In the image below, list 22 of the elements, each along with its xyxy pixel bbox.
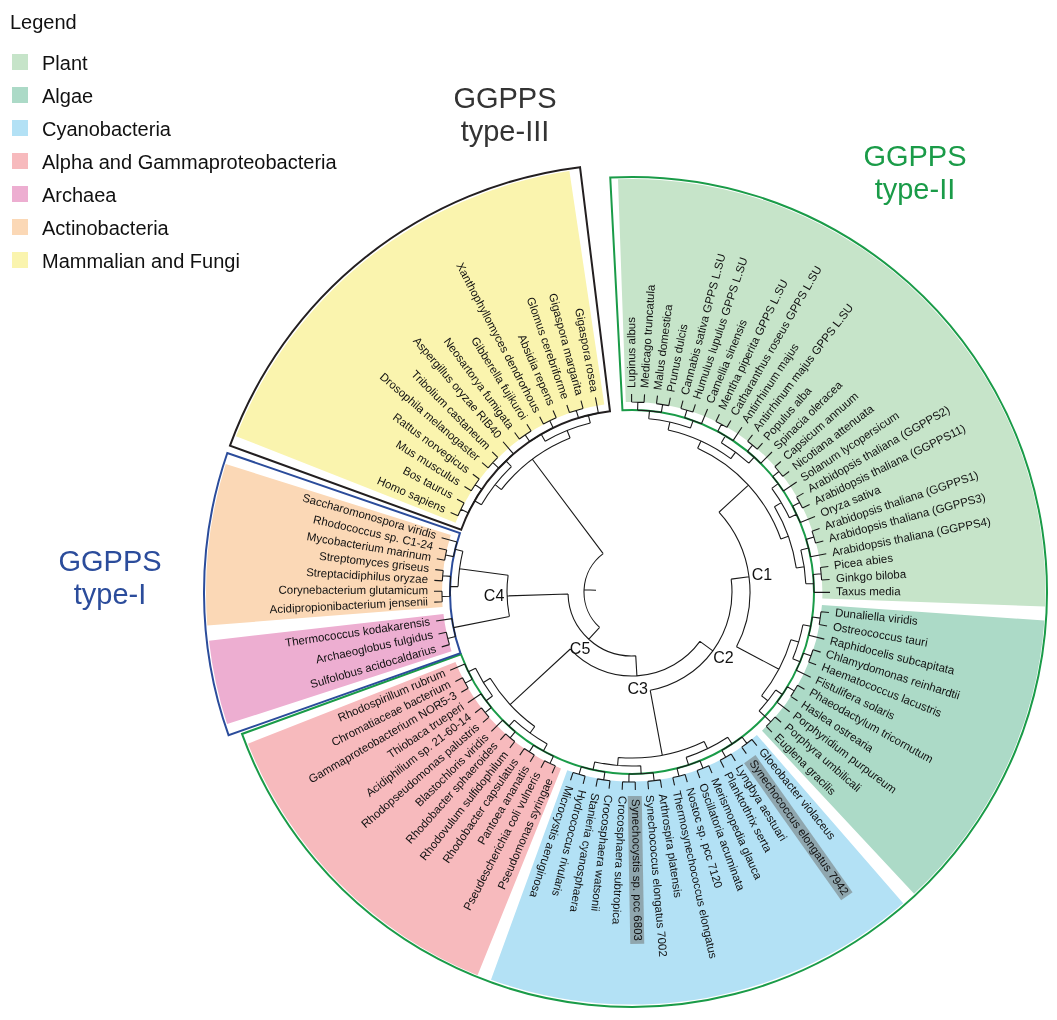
group-title: GGPPS type-II <box>862 140 968 207</box>
clade-label: C1 <box>751 567 773 584</box>
legend-label: Archaea <box>42 185 117 205</box>
legend-label: Mammalian and Fungi <box>42 251 240 271</box>
species-label: Acidipropionibacterium jensenii <box>269 596 429 617</box>
clade-label: C4 <box>483 588 505 605</box>
legend-title: Legend <box>10 12 77 32</box>
clade-label: C2 <box>713 650 734 667</box>
group-title: GGPPS type-I <box>57 545 163 612</box>
group-title: GGPPS type-III <box>452 82 558 149</box>
species-label: Lupinus albus <box>625 317 638 388</box>
clade-label: C3 <box>627 680 648 697</box>
species-label: Corynebacterium glutamicum <box>278 584 428 597</box>
legend-label: Algae <box>42 86 94 106</box>
species-label: Taxus media <box>835 586 901 599</box>
highlighted-species-label: Synechocystis sp. pcc 6803 <box>628 795 645 944</box>
legend-label: Alpha and Gammaproteobacteria <box>42 152 337 172</box>
clade-label: C5 <box>569 640 591 657</box>
legend-label: Plant <box>42 53 88 73</box>
species-label: Ginkgo biloba <box>835 568 907 585</box>
legend-label: Cyanobacteria <box>42 119 171 139</box>
legend-label: Actinobacteria <box>42 218 169 238</box>
